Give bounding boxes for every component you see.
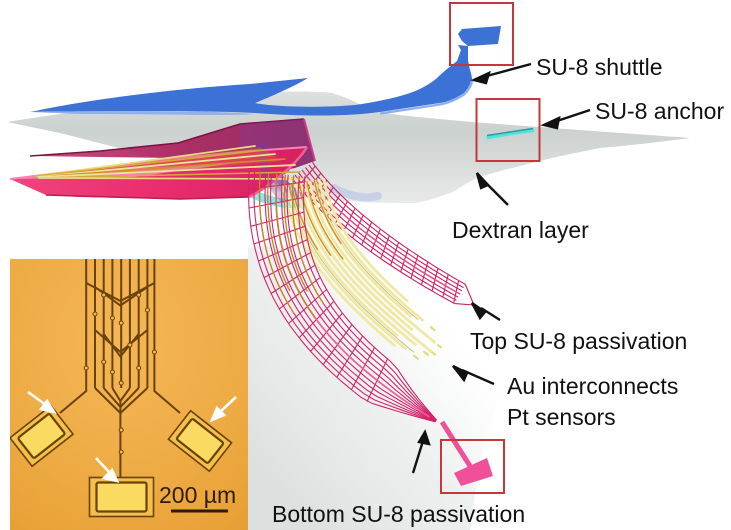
svg-text:Au interconnects: Au interconnects — [507, 373, 678, 399]
svg-text:SU-8 shuttle: SU-8 shuttle — [536, 54, 663, 80]
svg-text:Pt sensors: Pt sensors — [507, 404, 616, 430]
svg-text:200 µm: 200 µm — [159, 482, 236, 508]
svg-text:Bottom SU-8 passivation: Bottom SU-8 passivation — [272, 501, 525, 527]
svg-text:Dextran layer: Dextran layer — [452, 217, 589, 243]
svg-text:Top SU-8 passivation: Top SU-8 passivation — [470, 328, 687, 354]
svg-text:SU-8 anchor: SU-8 anchor — [595, 98, 724, 124]
